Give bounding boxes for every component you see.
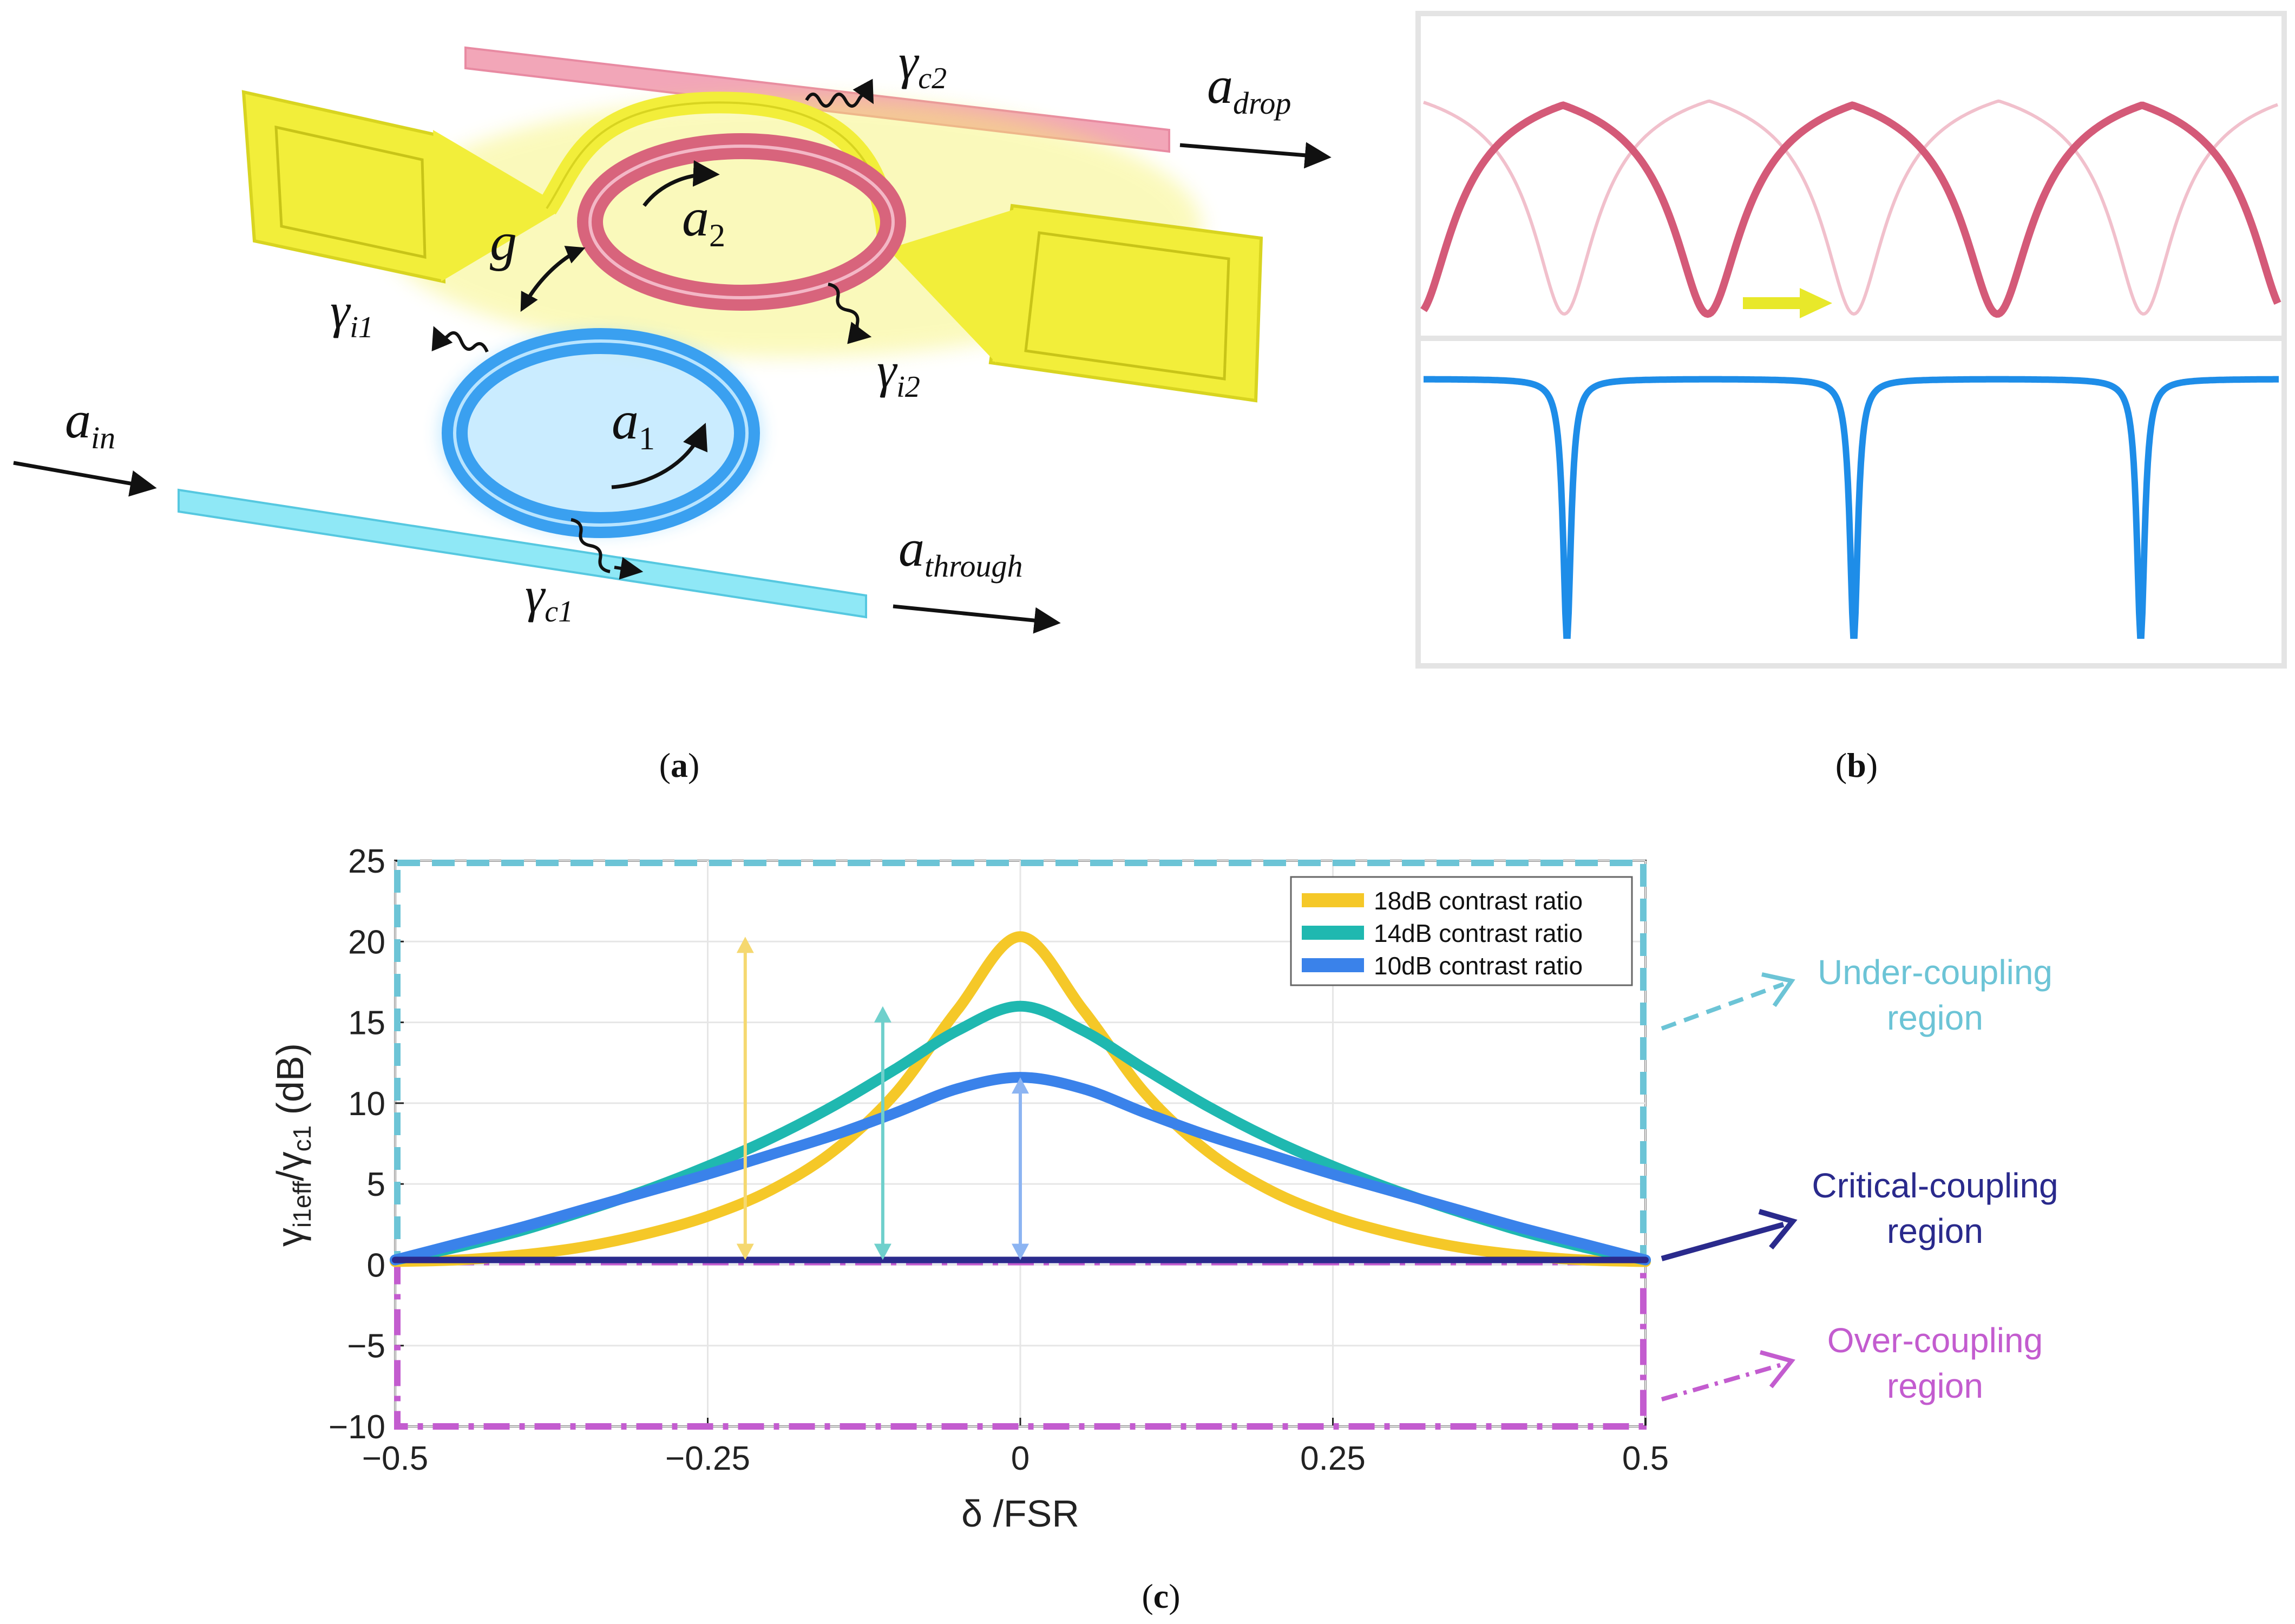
wavy-arrows bbox=[431, 78, 874, 573]
x-tick-label: 0 bbox=[1011, 1440, 1030, 1477]
y-tick-label: −10 bbox=[329, 1409, 385, 1446]
y-axis-label: γi1eff/γc1 (dB) bbox=[269, 1043, 316, 1247]
contrast-arrows bbox=[736, 937, 1029, 1260]
x-axis-label: δ /FSR bbox=[961, 1492, 1079, 1535]
legend-entry-14db: 14dB contrast ratio bbox=[1374, 919, 1583, 947]
contrast-arrow-head-bottom bbox=[736, 1243, 754, 1260]
under-coupling-label-line2: region bbox=[1887, 998, 1983, 1037]
gamma-i2-label: γi2 bbox=[877, 343, 920, 404]
legend-entry-10db: 10dB contrast ratio bbox=[1374, 952, 1583, 980]
gamma-c2-label: γc2 bbox=[899, 34, 947, 95]
caption-a: (a) bbox=[659, 746, 700, 784]
series-line-0 bbox=[390, 931, 1651, 1267]
a-in-label: ain bbox=[65, 391, 115, 455]
y-tick-label: 10 bbox=[348, 1085, 385, 1123]
input-arrow bbox=[13, 461, 157, 497]
panel-a: ain adrop athrough a2 a1 γc2 γi1 γi2 γc1… bbox=[13, 34, 1332, 784]
gap-g-label: g bbox=[490, 212, 517, 272]
x-tick-label: −0.5 bbox=[362, 1440, 428, 1477]
critical-coupling-label-line2: region bbox=[1887, 1212, 1983, 1250]
a1-label: a1 bbox=[612, 390, 655, 456]
gap-coupling-arrow bbox=[520, 246, 586, 312]
y-tick-label: 25 bbox=[348, 843, 385, 880]
y-tick-label: −5 bbox=[347, 1328, 385, 1365]
ring-2-circulation-arrow bbox=[642, 160, 720, 207]
over-coupling-label-line2: region bbox=[1887, 1366, 1983, 1405]
gamma-c1-label: γc1 bbox=[525, 567, 573, 628]
y-tick-label: 5 bbox=[367, 1166, 385, 1203]
over-coupling-label-line1: Over-coupling bbox=[1827, 1321, 2043, 1360]
under-coupling-arrow bbox=[1661, 982, 1785, 1031]
contrast-arrow-head-bottom bbox=[1012, 1243, 1029, 1260]
panel-b: (b) bbox=[1415, 11, 2287, 784]
ring-2-transmission-curve bbox=[1420, 101, 2281, 318]
right-heater-pad bbox=[888, 204, 1263, 403]
caption-b: (b) bbox=[1835, 746, 1878, 784]
contrast-arrow-head-top bbox=[736, 937, 754, 953]
shifted-transmission-curve bbox=[1423, 99, 2279, 316]
through-arrow bbox=[893, 604, 1061, 634]
critical-coupling-label-line1: Critical-coupling bbox=[1812, 1166, 2058, 1205]
contrast-arrow-head-top bbox=[1012, 1077, 1029, 1094]
critical-coupling-arrow bbox=[1661, 1222, 1785, 1261]
x-tick-label: 0.25 bbox=[1300, 1440, 1366, 1477]
contrast-arrow-head-bottom bbox=[874, 1243, 891, 1260]
caption-c: (c) bbox=[1142, 1577, 1180, 1615]
y-tick-label: 0 bbox=[367, 1247, 385, 1284]
over-coupling-arrow bbox=[1661, 1362, 1785, 1402]
x-tick-label: 0.5 bbox=[1622, 1440, 1669, 1477]
gamma-i1-label: γi1 bbox=[330, 283, 373, 344]
legend-entry-18db: 18dB contrast ratio bbox=[1374, 887, 1583, 915]
legend: 18dB contrast ratio 14dB contrast ratio … bbox=[1290, 876, 1633, 986]
left-heater-pad bbox=[241, 90, 555, 284]
tick-labels: −0.5 −0.25 0 0.25 0.5 −10 −5 0 5 10 15 20 25 bbox=[329, 843, 1669, 1477]
contrast-arrow-head-top bbox=[874, 1006, 891, 1023]
ring-1-circulation-arrow bbox=[611, 422, 708, 489]
under-coupling-label-line1: Under-coupling bbox=[1818, 953, 2053, 992]
x-tick-label: −0.25 bbox=[665, 1440, 750, 1477]
a-through-label: athrough bbox=[899, 519, 1023, 584]
drop-arrow bbox=[1179, 142, 1332, 169]
ring-1-transmission-curve bbox=[1424, 376, 2279, 639]
a2-label: a2 bbox=[682, 187, 725, 253]
y-tick-label: 15 bbox=[348, 1005, 385, 1042]
y-tick-label: 20 bbox=[348, 924, 385, 961]
a-drop-label: adrop bbox=[1207, 56, 1291, 121]
